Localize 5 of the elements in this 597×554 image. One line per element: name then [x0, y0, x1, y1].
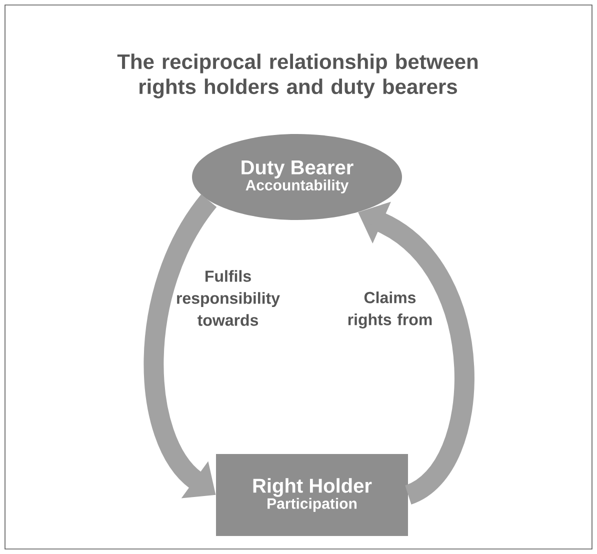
edge-label: Claims rights from [348, 292, 432, 328]
ellipse-node: Duty Bearer Accountability [192, 134, 402, 220]
edge-label: Fulfils responsibility towards [177, 270, 280, 326]
rectangle-node: Right Holder Participation [216, 454, 408, 536]
title: The reciprocal relationship between rights holders and duty bearers [117, 54, 478, 98]
